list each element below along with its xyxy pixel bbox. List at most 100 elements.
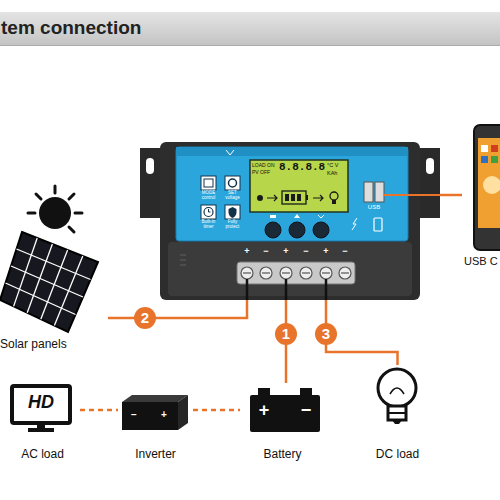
node-text: 8.8.8.8 — [279, 161, 327, 173]
charge-controller — [241, 267, 351, 279]
charge-controller — [289, 222, 305, 238]
bulb-symbol — [378, 369, 416, 407]
charge-controller — [229, 207, 237, 218]
terminal-sign: + — [241, 247, 253, 257]
charge-controller — [225, 205, 240, 219]
charge-controller — [246, 279, 249, 300]
charge-controller — [313, 222, 329, 238]
solar-panel-symbol — [0, 232, 98, 332]
charge-controller — [291, 194, 295, 201]
charge-controller — [375, 182, 384, 202]
charge-controller — [225, 176, 240, 190]
dc-load-device: DC load — [360, 365, 435, 464]
inverter-symbol — [178, 395, 188, 430]
charge-controller — [325, 279, 328, 300]
usb-wire — [384, 195, 440, 196]
sun-symbol — [69, 194, 74, 199]
ac-load-device: HDAC load — [5, 382, 80, 464]
battery-symbol — [250, 388, 320, 432]
charge-controller — [313, 195, 323, 201]
charge-controller — [282, 272, 290, 273]
charge-controller — [341, 272, 349, 273]
charge-controller — [201, 176, 216, 190]
solar-panel-symbol — [27, 244, 52, 313]
charge-controller — [339, 267, 351, 279]
charge-controller — [176, 147, 408, 156]
charge-controller — [140, 142, 440, 300]
charge-controller — [260, 267, 272, 279]
charge-controller — [262, 272, 270, 273]
phone-symbol — [491, 145, 498, 152]
charge-controller — [241, 267, 253, 279]
polarity-sign: − — [297, 401, 315, 421]
polarity-sign: − — [128, 409, 140, 420]
sun-symbol — [69, 227, 74, 232]
monitor-symbol — [12, 386, 70, 432]
inverter-device: Inverter — [118, 390, 193, 464]
charge-controller — [247, 279, 326, 300]
charge-controller — [204, 179, 213, 187]
solar-panel-symbol — [41, 250, 68, 319]
charge-controller — [237, 262, 355, 284]
inverter-symbol — [122, 395, 188, 402]
node-text: LOAD ON — [252, 163, 280, 169]
charge-controller — [243, 272, 349, 273]
wire-connector — [80, 409, 118, 412]
callout-number: 1 — [275, 323, 297, 345]
charge-controller — [146, 158, 154, 174]
charge-controller — [209, 209, 211, 212]
charge-controller — [294, 214, 300, 218]
bulb-symbol — [388, 412, 406, 414]
bulb-symbol — [378, 369, 416, 424]
polarity-sign: + — [158, 409, 170, 420]
inverter-symbol — [122, 395, 188, 430]
charge-controller — [282, 191, 306, 204]
charge-controller — [320, 267, 332, 279]
charge-controller — [168, 242, 412, 296]
port-label: USB — [361, 204, 387, 211]
sun-symbol — [75, 212, 82, 215]
charge-controller — [297, 194, 301, 201]
title-band — [0, 12, 500, 46]
solar-panel-symbol — [6, 238, 91, 326]
charge-controller — [180, 255, 186, 265]
charge-controller — [352, 218, 357, 230]
phone-device: USB C — [462, 122, 500, 270]
node-text: AC load — [5, 448, 80, 461]
charge-controller — [330, 192, 338, 200]
charge-controller — [204, 208, 213, 217]
charge-controller — [374, 218, 382, 231]
charge-controller — [302, 272, 310, 273]
charge-controller — [226, 150, 234, 155]
usb-wire — [384, 194, 440, 196]
node-text: °C V — [327, 162, 347, 168]
charge-controller — [285, 194, 289, 201]
diagram-title: tem connection — [1, 18, 301, 39]
sun-symbol — [28, 186, 82, 232]
title-band — [0, 45, 500, 46]
charge-controller — [180, 264, 186, 266]
monitor-symbol — [28, 428, 54, 432]
phone-symbol — [478, 138, 500, 228]
phone-symbol — [491, 156, 498, 163]
title-band — [0, 12, 500, 45]
wire-connector — [193, 409, 240, 412]
solar-panel-symbol — [54, 256, 82, 326]
terminal-sign: + — [280, 247, 292, 257]
charge-controller — [267, 195, 277, 201]
solar-panel-device: Solar panels — [0, 195, 108, 355]
charge-controller — [318, 215, 324, 218]
battery-symbol — [300, 388, 312, 396]
phone-symbol — [483, 176, 500, 194]
node-text: Battery — [240, 448, 325, 461]
polarity-sign: + — [255, 401, 273, 421]
charge-controller — [364, 182, 373, 202]
bulb-symbol — [392, 420, 402, 424]
charge-controller — [306, 195, 308, 200]
node-text: PV OFF — [252, 170, 280, 176]
charge-controller — [176, 147, 408, 241]
node-text: Inverter — [118, 448, 193, 461]
charge-controller — [280, 267, 292, 279]
button-caption: Fully protect — [221, 220, 244, 230]
